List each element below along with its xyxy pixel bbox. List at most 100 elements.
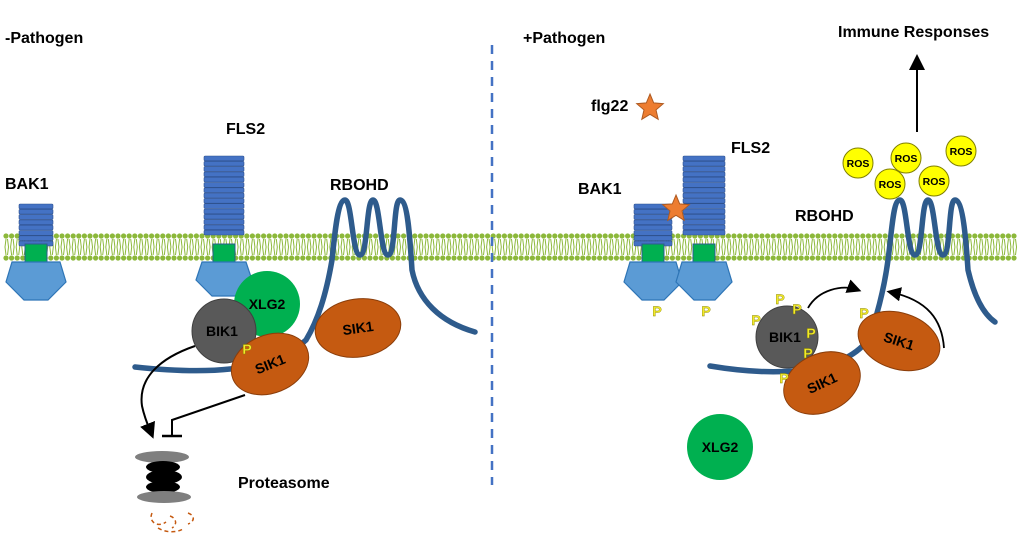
right-rbohd-channel: [707, 197, 998, 375]
right-bik1-phospho-2: P: [792, 301, 801, 317]
lrr-segment: [203, 224, 245, 230]
left-sik1-free-protein: [314, 298, 402, 358]
lrr-segment: [633, 230, 673, 236]
proteasome-label: Proteasome: [238, 475, 330, 492]
left-fls2-transmembrane: [212, 243, 236, 263]
left-bak1-kinase: [5, 261, 67, 301]
left-rbohd-label: RBOHD: [330, 177, 389, 194]
lrr-segment: [682, 224, 726, 230]
lrr-segment: [633, 219, 673, 225]
lrr-segment: [682, 208, 726, 215]
left-sik1-free-label: SIK1: [341, 318, 374, 338]
right-rbohd-label: RBOHD: [795, 208, 854, 225]
lrr-segment: [203, 182, 245, 188]
left-fls2-label: FLS2: [226, 121, 265, 138]
right-xlg2-protein: [687, 414, 753, 480]
right-bik1-protein: [755, 305, 819, 369]
ros-label-4: ROS: [879, 179, 902, 191]
left-rbohd-channel: [132, 197, 478, 374]
right-sik1-rbohd-protein: [857, 310, 941, 372]
right-bak1-transmembrane: [641, 243, 665, 263]
right-fls2-label: FLS2: [731, 140, 770, 157]
left-bik1-label: BIK1: [206, 323, 238, 339]
lrr-segment: [203, 187, 245, 193]
lrr-segment: [682, 187, 726, 193]
ros-label-5: ROS: [923, 176, 946, 188]
ros-bubble-5: [918, 165, 950, 197]
lrr-segment: [18, 214, 54, 220]
lrr-segment: [633, 235, 673, 241]
bound-flg22-star-icon: [661, 193, 691, 222]
ros-label-2: ROS: [895, 153, 918, 165]
right-bik1-phospho-3: P: [751, 312, 760, 328]
lrr-segment: [203, 161, 245, 167]
sik1-to-rbohd-arrow: [886, 287, 945, 349]
lrr-segment: [18, 219, 54, 225]
lrr-segment: [633, 224, 673, 231]
lrr-segment: [203, 229, 245, 236]
lrr-segment: [18, 235, 54, 241]
ros-bubble-3: [945, 135, 977, 167]
lrr-domain: [682, 155, 726, 236]
right-bik1-phospho-1: P: [775, 291, 784, 307]
degradation-arrow: [140, 345, 196, 439]
lrr-segment: [682, 198, 726, 204]
flg22-label: flg22: [591, 98, 628, 115]
lrr-segment: [633, 214, 673, 220]
ros-cluster: ROS ROS ROS ROS ROS: [842, 135, 977, 200]
degraded-fragments: [150, 512, 194, 533]
right-bak1-kinase: [623, 261, 683, 301]
lrr-segment: [18, 209, 54, 215]
lrr-domain: [633, 203, 673, 247]
ros-bubble-2: [890, 142, 922, 174]
lrr-segment: [682, 161, 726, 167]
lrr-domain: [18, 203, 54, 247]
lrr-segment: [682, 229, 726, 236]
immune-responses-label: Immune Responses: [838, 24, 989, 41]
lrr-segment: [18, 230, 54, 236]
lrr-segment: [682, 166, 726, 172]
lrr-segment: [203, 219, 245, 225]
lrr-segment: [682, 219, 726, 225]
left-xlg2-label: XLG2: [249, 296, 286, 312]
lrr-segment: [203, 171, 245, 177]
right-fls2-receptor: [675, 155, 733, 301]
right-bak1-label: BAK1: [578, 181, 622, 198]
bik1-to-rbohd-arrow: [807, 279, 862, 309]
lrr-segment: [203, 176, 245, 183]
right-sik1-phospho-2: P: [779, 370, 788, 386]
ros-label-1: ROS: [847, 158, 870, 170]
lrr-segment: [682, 155, 726, 162]
flg22-star-icon: [635, 92, 665, 121]
right-sik1-rbohd-phospho: P: [859, 305, 868, 321]
lrr-domain: [203, 155, 245, 236]
lrr-segment: [203, 214, 245, 220]
left-bik1-protein: [191, 298, 257, 364]
right-bak1-receptor: [623, 203, 683, 301]
ros-label-3: ROS: [950, 146, 973, 158]
right-xlg2-label: XLG2: [702, 439, 739, 455]
lrr-segment: [682, 192, 726, 199]
plasma-membrane: [3, 233, 1017, 261]
right-heading: +Pathogen: [523, 30, 605, 47]
left-bik1-phospho: P: [242, 341, 251, 357]
lrr-segment: [18, 224, 54, 231]
right-fls2-kinase: [675, 261, 733, 301]
lrr-segment: [682, 176, 726, 183]
lrr-segment: [682, 171, 726, 177]
right-fls2-transmembrane: [692, 243, 716, 263]
star-shape: [635, 92, 665, 121]
lrr-segment: [203, 155, 245, 162]
right-sik1-phospho-1: P: [803, 345, 812, 361]
left-bak1-receptor: [5, 203, 67, 301]
lrr-segment: [682, 214, 726, 220]
inhibition-line: [171, 394, 246, 436]
right-bik1-label: BIK1: [769, 329, 801, 345]
lrr-segment: [203, 208, 245, 215]
ros-bubble-4: [874, 168, 906, 200]
lrr-segment: [203, 166, 245, 172]
left-fls2-receptor: [195, 155, 253, 297]
left-heading: -Pathogen: [5, 30, 83, 47]
